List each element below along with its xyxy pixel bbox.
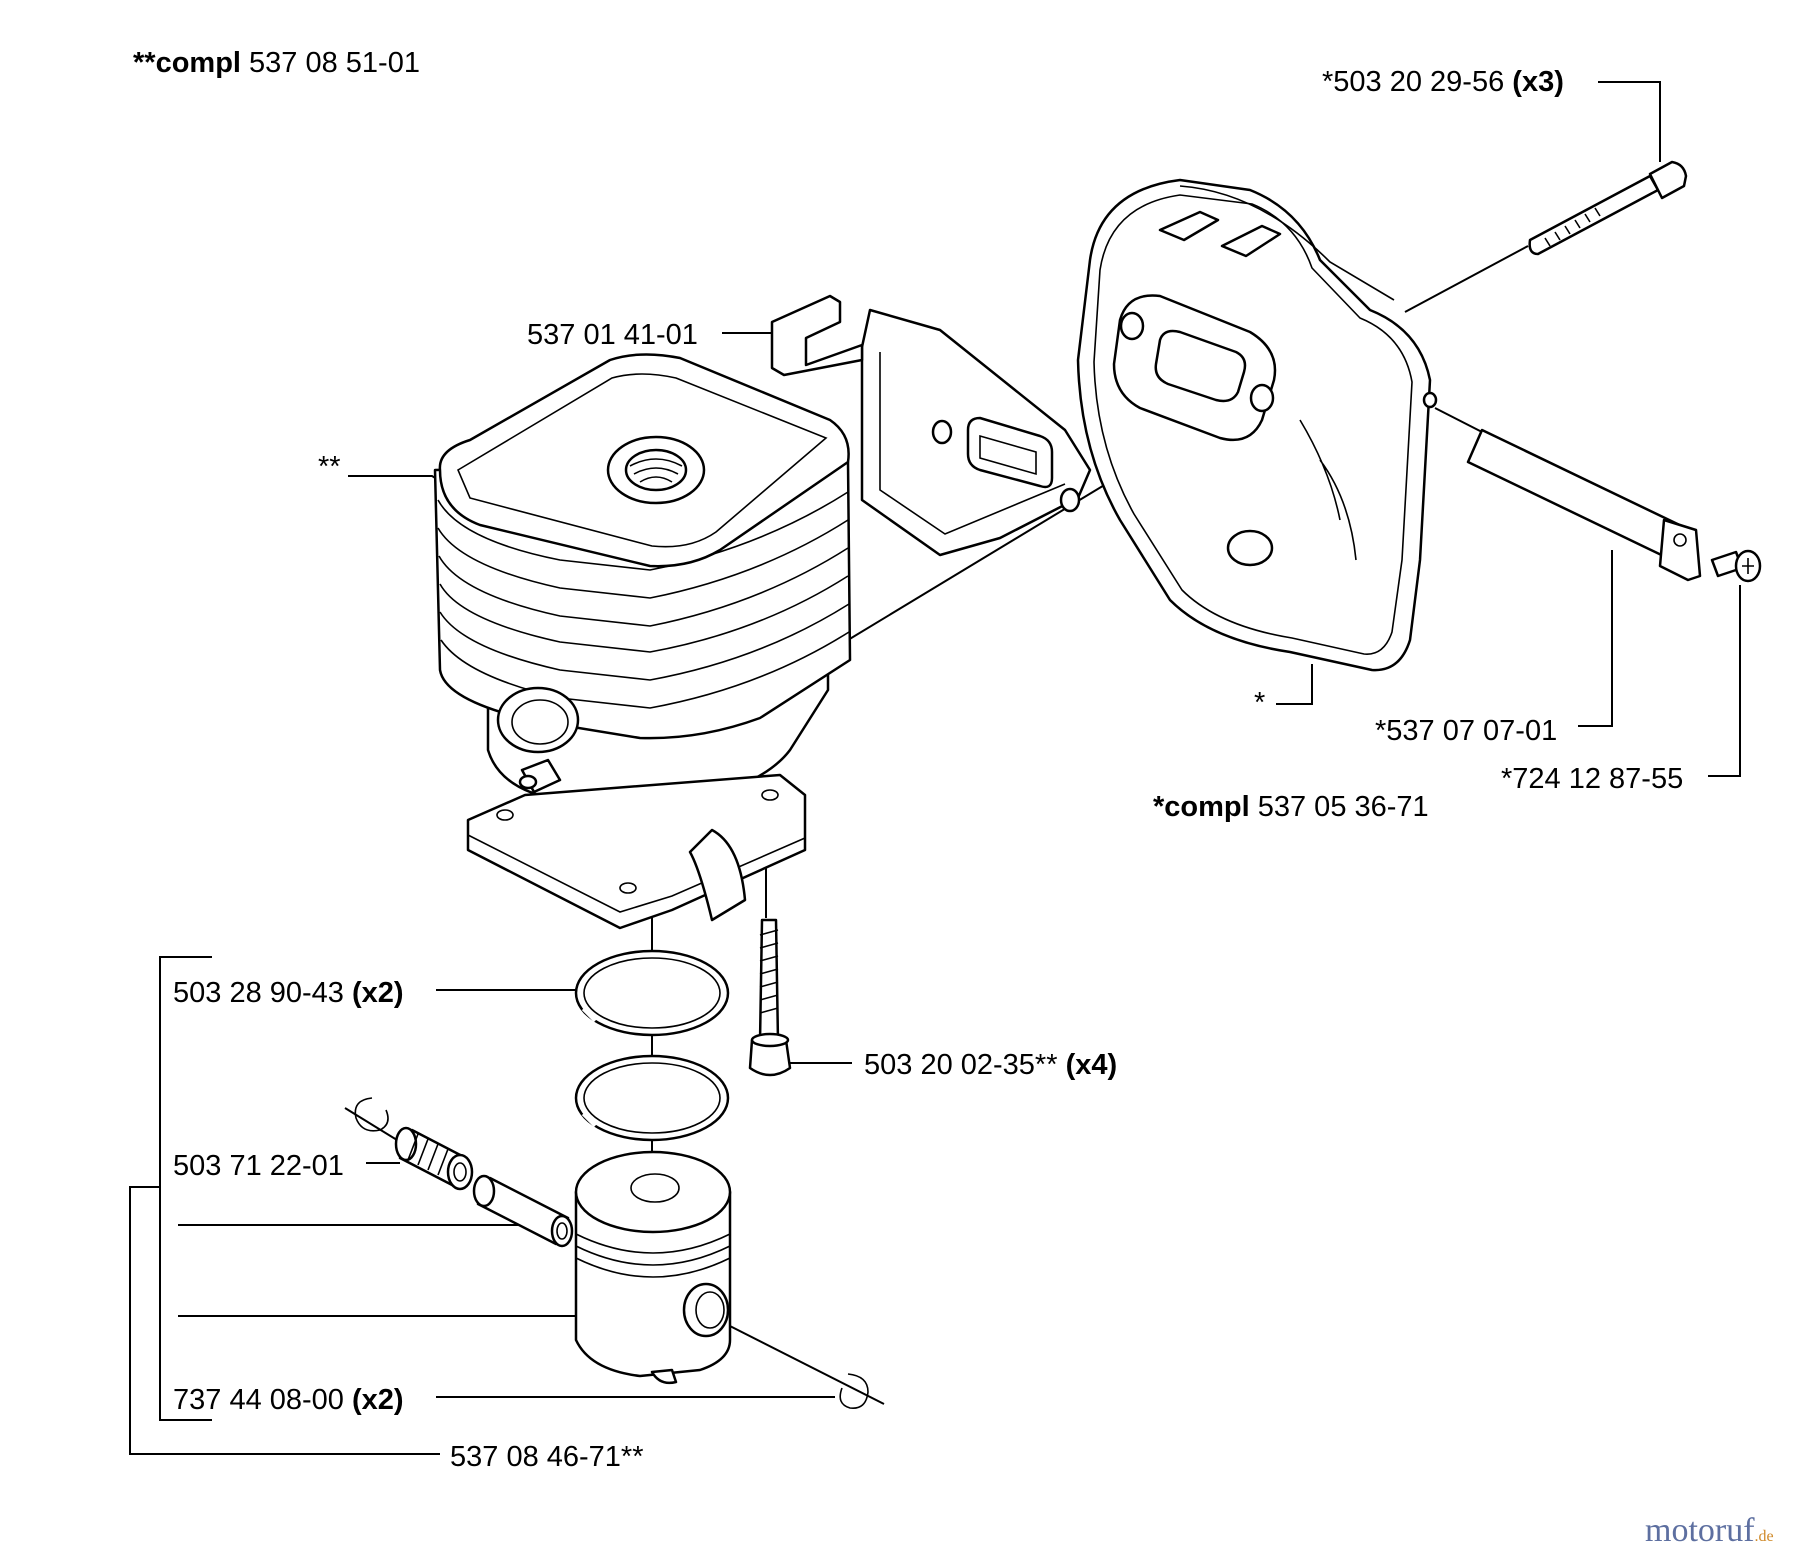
muffler-bolt-label: *503 20 29-56 (x3) <box>1322 66 1564 98</box>
piston-ring-label: 503 28 90-43 (x2) <box>173 977 404 1009</box>
needle-bearing <box>394 1126 474 1191</box>
circlip-lower <box>839 1373 869 1409</box>
circlip-label: 737 44 08-00 (x2) <box>173 1384 404 1416</box>
cylinder-screw <box>748 918 792 1077</box>
bracket-gasket <box>770 294 1092 557</box>
cylinder-screw-label: 503 20 02-35** (x4) <box>864 1049 1117 1081</box>
piston-ring-upper <box>574 949 730 1037</box>
muffler-bolt <box>1528 160 1688 256</box>
screen-screw <box>1710 549 1762 583</box>
muffler-kit-label: *compl 537 05 36-71 <box>1153 791 1429 823</box>
cylinder-marker: ** <box>318 451 341 483</box>
spark-arrestor-screen <box>1466 428 1702 582</box>
leader-lines <box>129 81 1741 1455</box>
piston <box>574 1150 732 1385</box>
cylinder <box>433 353 852 930</box>
circlip-upper <box>354 1097 389 1132</box>
screen-label: *537 07 07-01 <box>1375 715 1557 747</box>
bracket-label: 537 01 41-01 <box>527 319 698 351</box>
muffler <box>1076 178 1438 672</box>
muffler-marker: * <box>1254 687 1265 719</box>
screen-screw-label: *724 12 87-55 <box>1501 763 1683 795</box>
piston-pin <box>472 1174 574 1248</box>
cylinder-kit-label: **compl 537 08 51-01 <box>133 47 420 79</box>
watermark-logo: motoruf.de <box>1645 1512 1774 1549</box>
piston-kit-label: 537 08 46-71** <box>450 1441 644 1473</box>
piston-ring-lower <box>574 1054 730 1142</box>
needle-bearing-label: 503 71 22-01 <box>173 1150 344 1182</box>
